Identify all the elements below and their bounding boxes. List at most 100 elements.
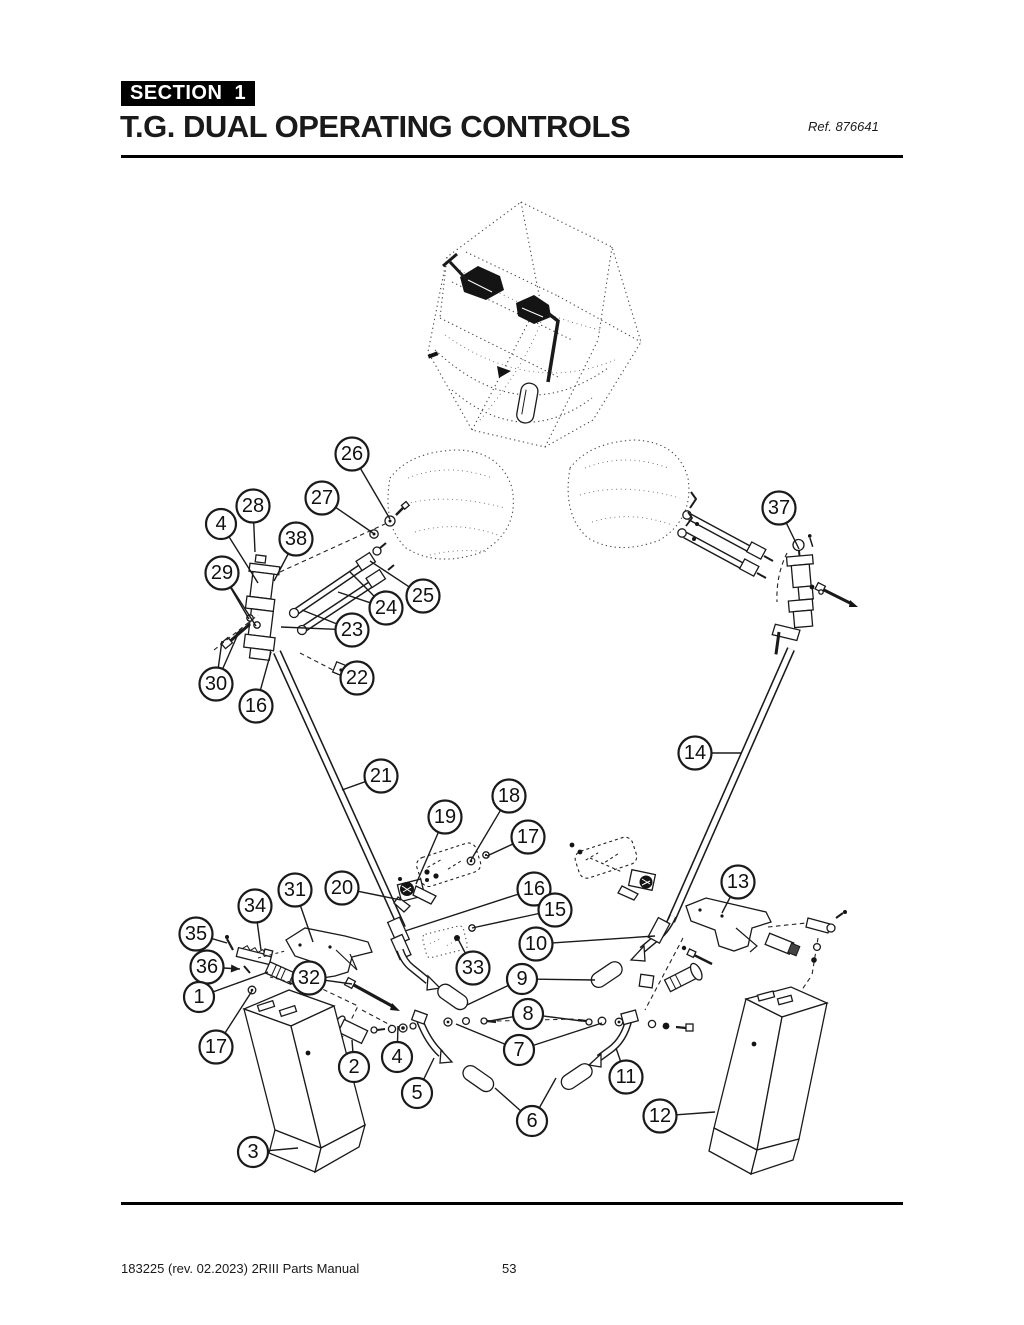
page-title: T.G. DUAL OPERATING CONTROLS xyxy=(120,109,631,144)
callout-leader-8 xyxy=(542,1015,583,1022)
right-control-tower xyxy=(771,534,858,655)
footer-page-number: 53 xyxy=(502,1261,517,1276)
callout-number-32: 32 xyxy=(298,967,320,989)
callout-circle-4 xyxy=(380,1040,414,1074)
callout-number-15: 15 xyxy=(544,899,566,921)
callout-circle-2 xyxy=(337,1050,371,1084)
callout-leader-11 xyxy=(615,1047,622,1062)
callout-leader-7 xyxy=(533,1022,603,1047)
callout-number-4: 4 xyxy=(215,513,226,535)
callout-number-35: 35 xyxy=(185,923,207,945)
callout-leader-28 xyxy=(253,522,256,553)
callout-leader-32 xyxy=(325,979,353,985)
callout-number-30: 30 xyxy=(205,673,227,695)
reference-number: Ref. 876641 xyxy=(808,119,879,134)
callout-number-3: 3 xyxy=(247,1141,258,1163)
right-pump-ghost xyxy=(567,439,690,549)
callout-circle-38 xyxy=(278,521,314,557)
hardware-row xyxy=(443,1016,694,1032)
callout-leader-16 xyxy=(259,651,272,691)
callout-leader-30 xyxy=(217,640,223,668)
callout-circle-6 xyxy=(515,1104,549,1138)
control-valve-left xyxy=(393,851,490,941)
callout-leader-13 xyxy=(721,896,732,914)
bolt-32 xyxy=(343,976,400,1011)
valve-ghost-left xyxy=(416,842,482,888)
callout-number-16: 16 xyxy=(523,878,545,900)
callout-circle-20 xyxy=(324,870,360,906)
callout-circle-26 xyxy=(334,436,370,472)
callout-leader-6 xyxy=(538,1077,557,1109)
spacer-2-and-washers xyxy=(332,1015,417,1045)
callout-number-4: 4 xyxy=(391,1046,402,1068)
callout-circle-24 xyxy=(368,590,404,626)
callout-leader-37 xyxy=(785,522,800,550)
machine-inset-controls xyxy=(427,252,560,424)
lever-rod-5 xyxy=(410,1009,454,1064)
callout-number-27: 27 xyxy=(311,487,333,509)
callout-number-14: 14 xyxy=(684,742,706,764)
callout-circle-35 xyxy=(178,916,214,952)
callout-circle-23 xyxy=(334,612,370,648)
callout-number-10: 10 xyxy=(525,933,547,955)
callout-circle-32 xyxy=(291,960,327,996)
right-switch-solid xyxy=(569,842,657,901)
cover-box-left xyxy=(242,989,367,1174)
callout-leader-1 xyxy=(212,971,269,993)
callout-number-28: 28 xyxy=(242,495,264,517)
callout-leader-23 xyxy=(280,626,336,631)
footer-doc-info: 183225 (rev. 02.2023) 2RIII Parts Manual xyxy=(121,1261,360,1276)
callout-leader-19 xyxy=(415,831,440,885)
callout-number-20: 20 xyxy=(331,877,353,899)
callout-circle-18 xyxy=(491,778,527,814)
callout-circle-8 xyxy=(511,997,545,1031)
callout-circle-25 xyxy=(405,578,441,614)
callout-number-36: 36 xyxy=(196,956,218,978)
callout-leader-27 xyxy=(335,506,374,534)
callout-circle-34 xyxy=(237,888,273,924)
callout-leader-35 xyxy=(211,937,228,944)
callout-circle-21 xyxy=(363,758,399,794)
callout-leader-30 xyxy=(222,633,239,670)
callout-circle-10 xyxy=(518,926,554,962)
callout-leader-8 xyxy=(489,1016,514,1022)
callout-leader-16 xyxy=(404,893,519,932)
callout-leader-38 xyxy=(273,553,289,582)
callout-leader-4 xyxy=(228,536,259,584)
callout-number-8: 8 xyxy=(522,1003,533,1025)
callout-circle-19 xyxy=(427,799,463,835)
callout-leader-6 xyxy=(494,1087,522,1112)
cover-box-right xyxy=(708,986,829,1175)
callout-leader-20 xyxy=(358,890,402,901)
right-tie-rods xyxy=(677,491,774,579)
callout-number-25: 25 xyxy=(412,585,434,607)
callout-number-31: 31 xyxy=(284,879,306,901)
callout-leader-3 xyxy=(267,1147,299,1152)
valve-ghost-right xyxy=(574,836,638,879)
section-badge: SECTION 1 xyxy=(121,81,256,106)
header-rule xyxy=(121,155,903,158)
callout-leader-23 xyxy=(301,609,337,625)
callout-circle-11 xyxy=(608,1059,644,1095)
callout-number-13: 13 xyxy=(727,871,749,893)
callout-circle-13 xyxy=(720,864,756,900)
callout-circle-27 xyxy=(304,480,340,516)
callout-number-2: 2 xyxy=(348,1056,359,1078)
right-control-shaft xyxy=(629,647,795,1011)
left-tie-rods xyxy=(288,500,411,636)
callout-leader-34 xyxy=(256,922,262,951)
callout-circle-33 xyxy=(455,950,491,986)
callout-leader-24 xyxy=(349,571,375,597)
callout-number-29: 29 xyxy=(211,562,233,584)
callout-number-22: 22 xyxy=(346,667,368,689)
callout-leader-24 xyxy=(337,591,371,604)
callout-number-23: 23 xyxy=(341,619,363,641)
callout-circle-17 xyxy=(198,1029,234,1065)
callout-leader-31 xyxy=(299,905,314,943)
callout-circle-12 xyxy=(642,1098,678,1134)
callout-number-16: 16 xyxy=(245,695,267,717)
callout-circle-31 xyxy=(277,872,313,908)
callout-number-5: 5 xyxy=(411,1082,422,1104)
